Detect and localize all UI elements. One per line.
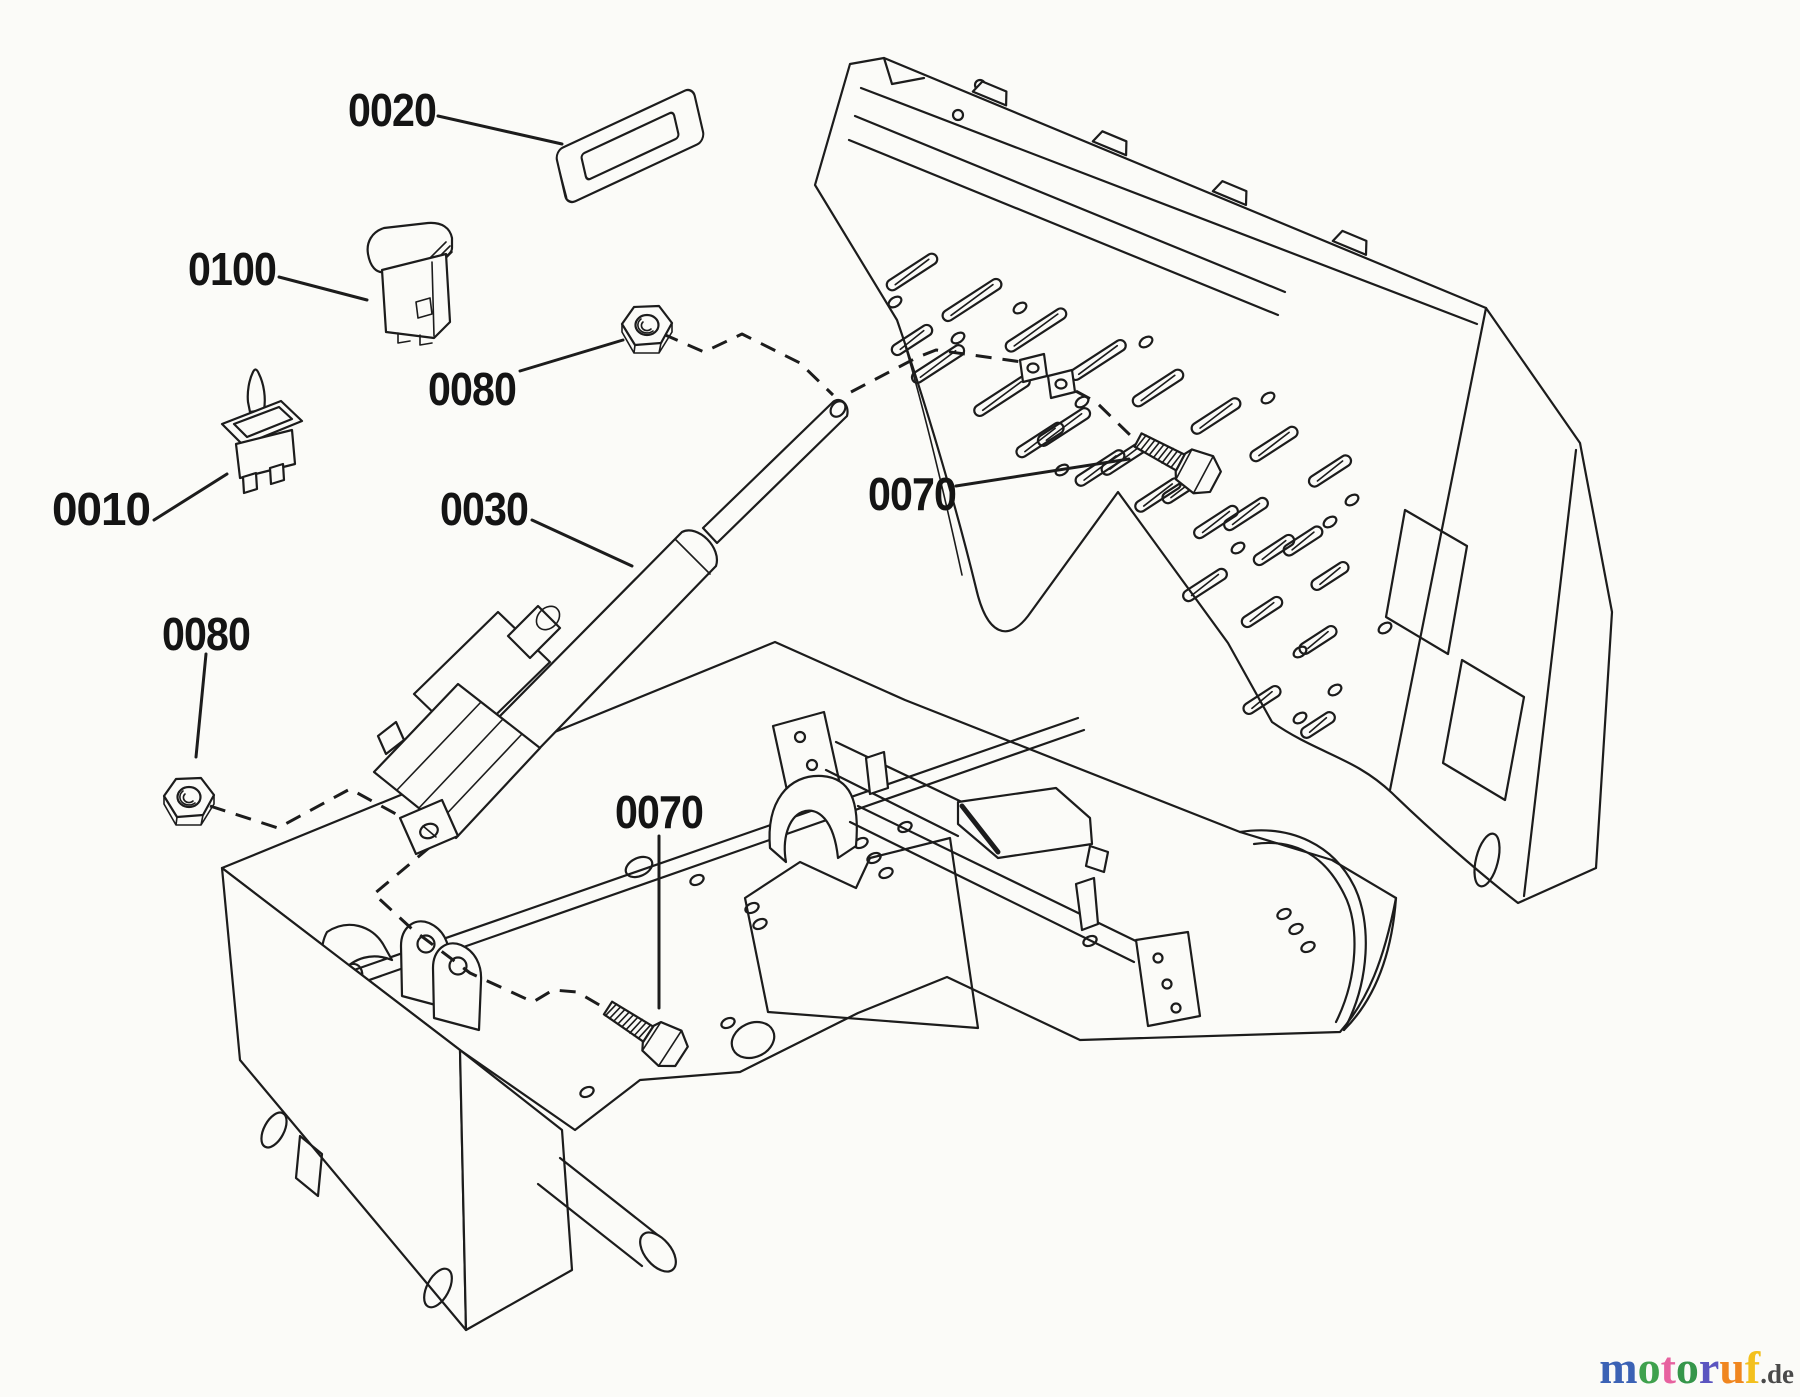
watermark-letter: t bbox=[1660, 1342, 1676, 1393]
callout-hex-nut-upper: 0080 bbox=[428, 338, 625, 415]
washer-pair bbox=[1018, 352, 1077, 400]
motoruf-logo-suffix: .de bbox=[1760, 1359, 1794, 1389]
watermark-letter: f bbox=[1744, 1342, 1761, 1393]
toggle-switch-part bbox=[220, 368, 304, 495]
watermark-letter: o bbox=[1675, 1342, 1699, 1393]
callout-hex-nut-lower: 0080 bbox=[162, 608, 251, 759]
trim-bezel-part bbox=[555, 88, 705, 204]
hex-nut-upper-part bbox=[620, 304, 674, 354]
hex-bolt-lower-part bbox=[602, 1000, 689, 1068]
watermark-letter: u bbox=[1719, 1342, 1745, 1393]
hex-nut-lower-part bbox=[162, 776, 216, 826]
motoruf-logo-word: motoruf bbox=[1599, 1342, 1760, 1393]
callout-label: 0070 bbox=[868, 468, 956, 520]
panel-hole-dots bbox=[887, 295, 1393, 725]
callout-rocker-switch: 0100 bbox=[188, 243, 369, 302]
rocker-switch-part bbox=[366, 221, 454, 346]
callout-label: 0080 bbox=[428, 363, 516, 415]
callout-label: 0070 bbox=[615, 786, 703, 838]
hex-bolt-upper-part bbox=[1133, 432, 1222, 495]
callout-hex-bolt-upper: 0070 bbox=[868, 457, 1131, 520]
watermark-letter: o bbox=[1637, 1342, 1661, 1393]
callout-label: 0030 bbox=[440, 483, 528, 535]
assembly-dashed-lines bbox=[209, 332, 1133, 1012]
watermark-letter: m bbox=[1599, 1342, 1638, 1393]
panel-hinge-tabs bbox=[971, 80, 1368, 256]
callout-hex-bolt-lower: 0070 bbox=[615, 786, 704, 1010]
callout-label: 0100 bbox=[188, 243, 276, 295]
watermark-letter: r bbox=[1698, 1342, 1720, 1393]
callout-toggle-switch: 0010 bbox=[52, 472, 229, 535]
callout-label: 0010 bbox=[52, 483, 150, 535]
callout-label: 0020 bbox=[348, 84, 436, 136]
callout-linear-actuator: 0030 bbox=[440, 483, 634, 568]
motoruf-logo: motoruf.de bbox=[1599, 1345, 1794, 1391]
linear-actuator-part bbox=[372, 398, 849, 856]
callout-label: 0080 bbox=[162, 608, 250, 660]
callouts: 0020 0100 0080 0010 0030 0080 0070 0070 bbox=[52, 84, 1131, 1010]
callout-trim-bezel: 0020 bbox=[348, 84, 564, 146]
